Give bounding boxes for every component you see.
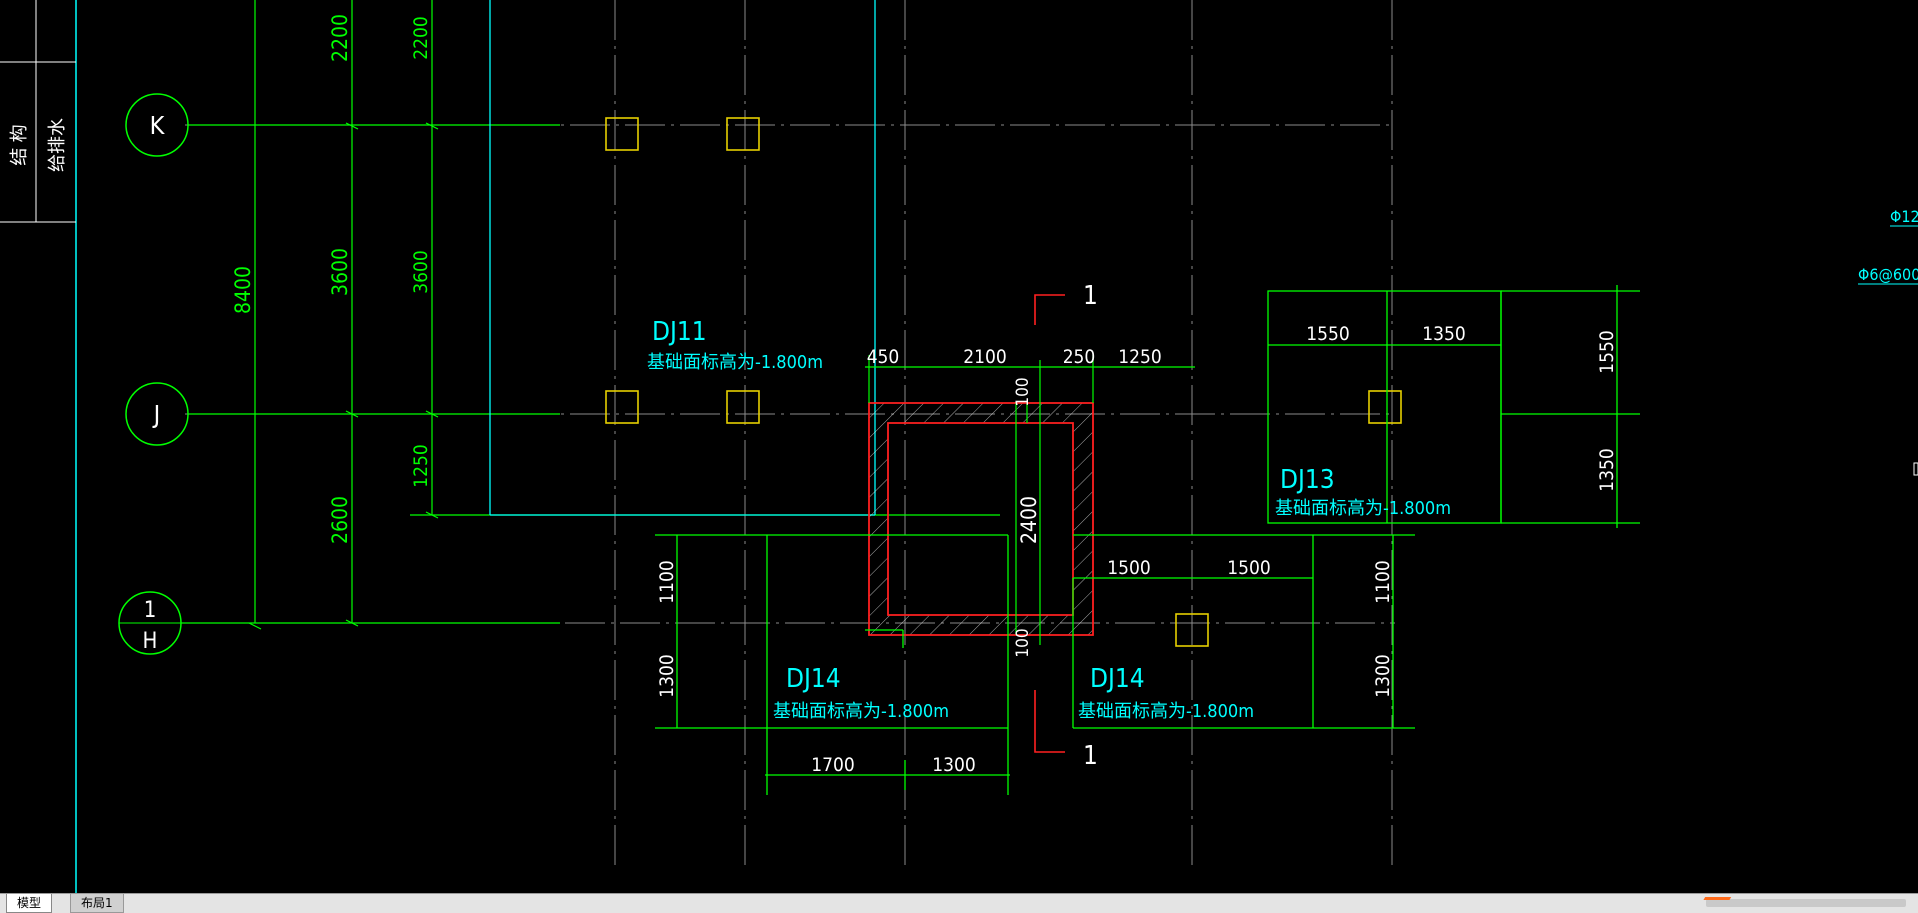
- dim-1300-right: 1300: [1372, 654, 1394, 698]
- axis-lines: [180, 0, 1395, 865]
- title-block-discipline-2: 给排水: [47, 118, 68, 172]
- dim-1100-left: 1100: [656, 560, 678, 604]
- dim-1100-right: 1100: [1372, 560, 1394, 604]
- dim-2200-a: 2200: [328, 14, 352, 62]
- horizontal-scrollbar[interactable]: [1688, 894, 1918, 912]
- column: [726, 117, 760, 151]
- column: [726, 390, 760, 424]
- foundation-dj13-outline: [1267, 285, 1640, 528]
- dim-1550-v: 1550: [1596, 330, 1618, 374]
- rebar-note-2: Φ6@600: [1858, 265, 1918, 284]
- dim-1350-v: 1350: [1596, 448, 1618, 492]
- dim-2100: 2100: [963, 346, 1007, 368]
- dim-100-top: 100: [1013, 377, 1033, 406]
- dim-1500-b: 1500: [1227, 557, 1271, 579]
- dim-8400: 8400: [231, 266, 255, 314]
- column: [605, 117, 639, 151]
- dim-2200-b: 2200: [410, 16, 432, 60]
- foundation-elevation-dj14-left: 基础面标高为-1.800m: [773, 701, 949, 722]
- foundation-name-dj14-right: DJ14: [1090, 664, 1145, 694]
- foundation-elevation-dj13: 基础面标高为-1.800m: [1275, 498, 1451, 519]
- axis-label-k: K: [150, 111, 166, 140]
- column: [1368, 390, 1402, 424]
- dim-250: 250: [1063, 346, 1096, 368]
- section-mark-top: 1: [1083, 281, 1098, 311]
- dim-1550-h: 1550: [1306, 323, 1350, 345]
- dim-2400: 2400: [1017, 496, 1041, 544]
- title-block-discipline-1: 结 构: [9, 124, 30, 165]
- column: [605, 390, 639, 424]
- axis-label-j: J: [152, 400, 161, 429]
- foundation-dj14-left-outline: [655, 534, 1010, 795]
- axis-bubble-j[interactable]: J: [125, 382, 560, 446]
- foundation-name-dj11: DJ11: [652, 317, 707, 347]
- cad-drawing-canvas[interactable]: 结 构 给排水 K J 1 H: [0, 0, 1918, 893]
- foundation-name-dj14-left: DJ14: [786, 664, 841, 694]
- axis-label-1h-top: 1: [144, 598, 157, 623]
- cyan-reference-lines: [489, 0, 876, 516]
- box-top-dimension: [865, 355, 1195, 645]
- dim-1250-h: 1250: [1118, 346, 1162, 368]
- axis-label-1h-bottom: H: [143, 629, 158, 654]
- tab-model[interactable]: 模型: [6, 894, 53, 913]
- dim-1300-h: 1300: [932, 754, 976, 776]
- dim-3600-a: 3600: [328, 248, 352, 296]
- dim-1250-v: 1250: [410, 444, 432, 488]
- rebar-note-1: Φ12: [1890, 207, 1918, 226]
- section-mark-bottom: 1: [1083, 741, 1098, 771]
- columns: [605, 117, 1402, 647]
- axis-bubble-k[interactable]: K: [125, 93, 560, 157]
- dim-1300-left: 1300: [656, 654, 678, 698]
- foundation-dj14-right-outline: [1072, 534, 1415, 729]
- layout-tab-bar: 模型 布局1: [0, 893, 1918, 913]
- section-mark: [1034, 294, 1065, 753]
- foundation-elevation-dj14-right: 基础面标高为-1.800m: [1078, 701, 1254, 722]
- dim-450: 450: [867, 346, 900, 368]
- foundation-elevation-dj11: 基础面标高为-1.800m: [647, 352, 823, 373]
- dim-3600-b: 3600: [410, 250, 432, 294]
- tab-layout-1[interactable]: 布局1: [70, 894, 124, 913]
- foundation-name-dj13: DJ13: [1280, 465, 1335, 495]
- edge-marker: [1913, 462, 1918, 476]
- column: [1175, 613, 1209, 647]
- title-block: 结 构 给排水: [0, 0, 77, 893]
- axis-bubble-1h[interactable]: 1 H: [118, 591, 560, 655]
- dim-2600: 2600: [328, 496, 352, 544]
- dim-100-bottom: 100: [1013, 628, 1033, 657]
- dim-1700: 1700: [811, 754, 855, 776]
- box-wall: [868, 402, 1094, 636]
- dim-1500-a: 1500: [1107, 557, 1151, 579]
- scrollbar-thumb[interactable]: [1706, 899, 1906, 907]
- dim-1350-h: 1350: [1422, 323, 1466, 345]
